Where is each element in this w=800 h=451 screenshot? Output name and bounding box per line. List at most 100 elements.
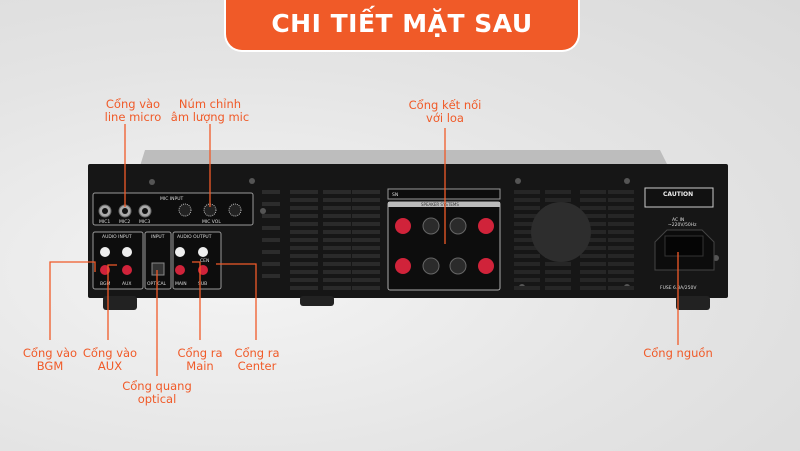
svg-text:MIC INPUT: MIC INPUT — [160, 196, 183, 202]
vent-slot — [514, 278, 540, 282]
vent-slot — [580, 206, 606, 210]
vent-slot — [514, 206, 540, 210]
vent-slot — [352, 230, 380, 234]
vent-slot — [323, 254, 351, 258]
svg-text:FUSE 6.3A/250V: FUSE 6.3A/250V — [660, 285, 697, 291]
vent-slot — [290, 286, 318, 290]
vent-slot — [352, 238, 380, 242]
vent-slot — [290, 238, 318, 242]
vent-slot — [545, 270, 571, 274]
vent-slot — [290, 270, 318, 274]
vent-slot — [290, 254, 318, 258]
vent-slot — [290, 206, 318, 210]
vent-slot — [514, 246, 540, 250]
foot — [676, 296, 710, 310]
vent-slot — [352, 246, 380, 250]
vent-slot — [608, 246, 634, 250]
vent-slot — [323, 278, 351, 282]
vent-slot — [608, 222, 634, 226]
vent-slot — [608, 262, 634, 266]
speaker-terminal-panel — [387, 201, 501, 291]
vent-slot — [514, 286, 540, 290]
svg-text:SUB: SUB — [198, 281, 207, 287]
vent-slot — [352, 278, 380, 282]
vent-slot — [290, 230, 318, 234]
vent-slot — [290, 222, 318, 226]
vent-slot — [352, 222, 380, 226]
vent-slot — [580, 238, 606, 242]
svg-text:CAUTION: CAUTION — [663, 191, 693, 198]
svg-text:INPUT: INPUT — [151, 234, 165, 240]
vent-slot — [290, 262, 318, 266]
vent-slot — [352, 262, 380, 266]
vent-slot — [514, 230, 540, 234]
vent-slot — [514, 214, 540, 218]
vent-slot — [608, 278, 634, 282]
vent-slot — [514, 222, 540, 226]
vent-slot — [580, 214, 606, 218]
svg-text:CEN: CEN — [200, 258, 209, 264]
svg-text:AUDIO INPUT: AUDIO INPUT — [102, 234, 132, 240]
vent-slot — [580, 190, 606, 194]
svg-text:AUDIO OUTPUT: AUDIO OUTPUT — [177, 234, 212, 240]
vent-slot — [323, 286, 351, 290]
vent-slot — [608, 238, 634, 242]
vent-slot — [290, 246, 318, 250]
vent-slot — [580, 222, 606, 226]
vent-slot — [352, 206, 380, 210]
vent-slot — [352, 286, 380, 290]
svg-text:BGM: BGM — [100, 281, 110, 287]
foot — [300, 296, 334, 306]
mic-input-panel — [92, 192, 254, 226]
vent-slot — [608, 214, 634, 218]
title-banner: CHI TIẾT MẶT SAU — [224, 0, 580, 52]
top-cover — [140, 150, 668, 166]
svg-text:MAIN: MAIN — [175, 281, 187, 287]
vent-slot — [545, 278, 571, 282]
vent-slot — [514, 262, 540, 266]
vent-slot — [580, 230, 606, 234]
vent-slot — [580, 286, 606, 290]
vent-slot — [545, 262, 571, 266]
vent-slot — [514, 254, 540, 258]
vent-slot — [580, 270, 606, 274]
vent-slot — [352, 190, 380, 194]
vent-slot — [290, 214, 318, 218]
vent-slot — [608, 198, 634, 202]
vent-slot — [323, 238, 351, 242]
svg-text:MIC1: MIC1 — [99, 219, 110, 225]
svg-text:SN: SN — [392, 192, 398, 198]
vent-slot — [323, 206, 351, 210]
vent-slot — [323, 270, 351, 274]
vent-slot — [608, 230, 634, 234]
vent-slot — [580, 262, 606, 266]
vent-slot — [290, 278, 318, 282]
vent-slot — [608, 190, 634, 194]
svg-text:MIC2: MIC2 — [119, 219, 130, 225]
vent-slot — [608, 254, 634, 258]
vent-slot — [323, 214, 351, 218]
vent-slot — [580, 278, 606, 282]
svg-text:MIC3: MIC3 — [139, 219, 150, 225]
vent-slot — [580, 254, 606, 258]
vent-slot — [580, 198, 606, 202]
vent-slot — [545, 198, 571, 202]
vent-slot — [545, 286, 571, 290]
vent-slot — [352, 198, 380, 202]
vent-slot — [323, 190, 351, 194]
vent-slot — [514, 238, 540, 242]
foot — [103, 296, 137, 310]
vent-slot — [323, 222, 351, 226]
vent-slot — [545, 190, 571, 194]
svg-text:SPEAKER SYSTEMS: SPEAKER SYSTEMS — [421, 202, 459, 207]
vent-slot — [514, 198, 540, 202]
callout-lines — [49, 124, 679, 376]
